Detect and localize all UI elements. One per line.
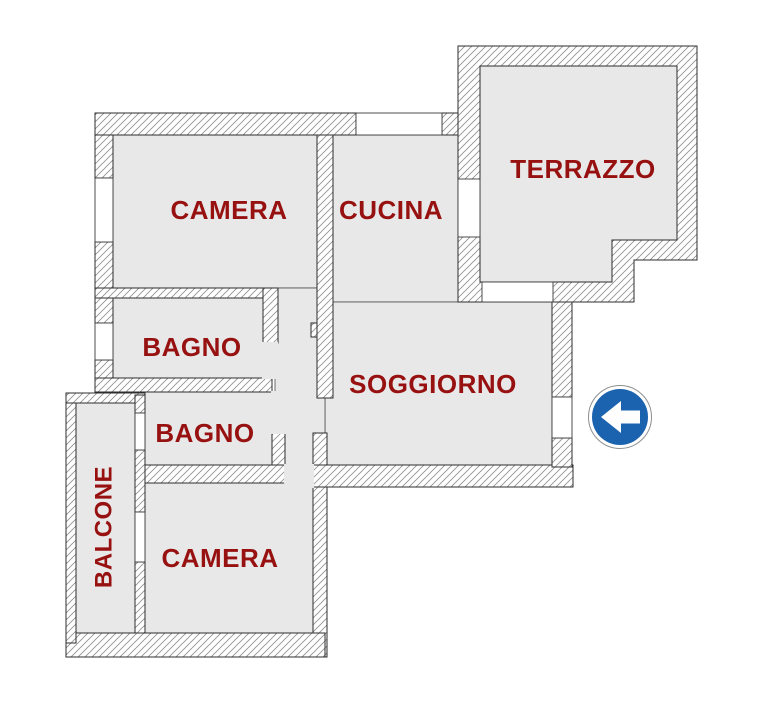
windows-layer bbox=[94, 112, 573, 563]
wall-segment bbox=[551, 437, 573, 468]
wall-segment bbox=[457, 45, 698, 303]
wall-segment bbox=[134, 561, 146, 634]
room-label-bagno-1: BAGNO bbox=[142, 332, 241, 362]
room-floor-soggiorno bbox=[324, 301, 553, 468]
room-label-soggiorno: SOGGIORNO bbox=[349, 369, 517, 399]
room-label-terrazzo: TERRAZZO bbox=[510, 154, 656, 184]
terrazzo-door-opening bbox=[481, 281, 554, 303]
door-opening bbox=[271, 391, 286, 434]
wall-segment bbox=[316, 134, 334, 399]
wall-segment bbox=[65, 632, 326, 658]
room-floor-balcone bbox=[75, 402, 136, 634]
room-label-camera-1: CAMERA bbox=[170, 195, 287, 225]
door-opening bbox=[262, 342, 278, 379]
door-opening bbox=[284, 464, 314, 488]
wall-segment bbox=[262, 287, 279, 344]
wall-segment bbox=[94, 377, 273, 393]
room-label-camera-2: CAMERA bbox=[161, 543, 278, 573]
window-opening bbox=[94, 177, 114, 243]
wall-segment bbox=[551, 301, 573, 398]
room-floor-camera-1 bbox=[112, 134, 318, 289]
entrance-door-opening bbox=[551, 396, 573, 439]
walls-layer bbox=[65, 45, 698, 658]
room-label-balcone: BALCONE bbox=[91, 466, 118, 588]
wall-segment bbox=[441, 112, 459, 136]
wall-segment bbox=[134, 449, 146, 513]
wall-segment bbox=[94, 112, 357, 136]
wall-segment bbox=[310, 322, 318, 338]
wall-segment bbox=[312, 464, 574, 488]
door-openings-layer bbox=[262, 342, 314, 488]
wall-segment bbox=[65, 392, 77, 644]
wall-segment bbox=[94, 287, 278, 299]
room-floor-cucina bbox=[332, 134, 459, 303]
arrow-left-icon bbox=[601, 401, 640, 433]
window-opening bbox=[457, 178, 481, 238]
room-floor-camera-2 bbox=[144, 482, 314, 634]
window-opening bbox=[355, 112, 443, 136]
room-floor-bagno-1 bbox=[112, 297, 264, 379]
wall-segment bbox=[134, 464, 286, 484]
window-opening bbox=[94, 322, 114, 361]
window-opening bbox=[134, 511, 146, 563]
room-labels: CAMERA CUCINA TERRAZZO BAGNO SOGGIORNO B… bbox=[91, 154, 656, 588]
room-label-bagno-2: BAGNO bbox=[155, 418, 254, 448]
window-opening bbox=[134, 412, 146, 451]
wall-segment bbox=[65, 392, 146, 404]
wall-segment bbox=[94, 134, 114, 179]
wall-segment bbox=[134, 394, 146, 414]
entrance-direction-sign bbox=[588, 385, 652, 449]
room-floor-bagno-2 bbox=[144, 391, 273, 466]
room-label-cucina: CUCINA bbox=[339, 195, 443, 225]
wall-segment bbox=[94, 241, 114, 324]
